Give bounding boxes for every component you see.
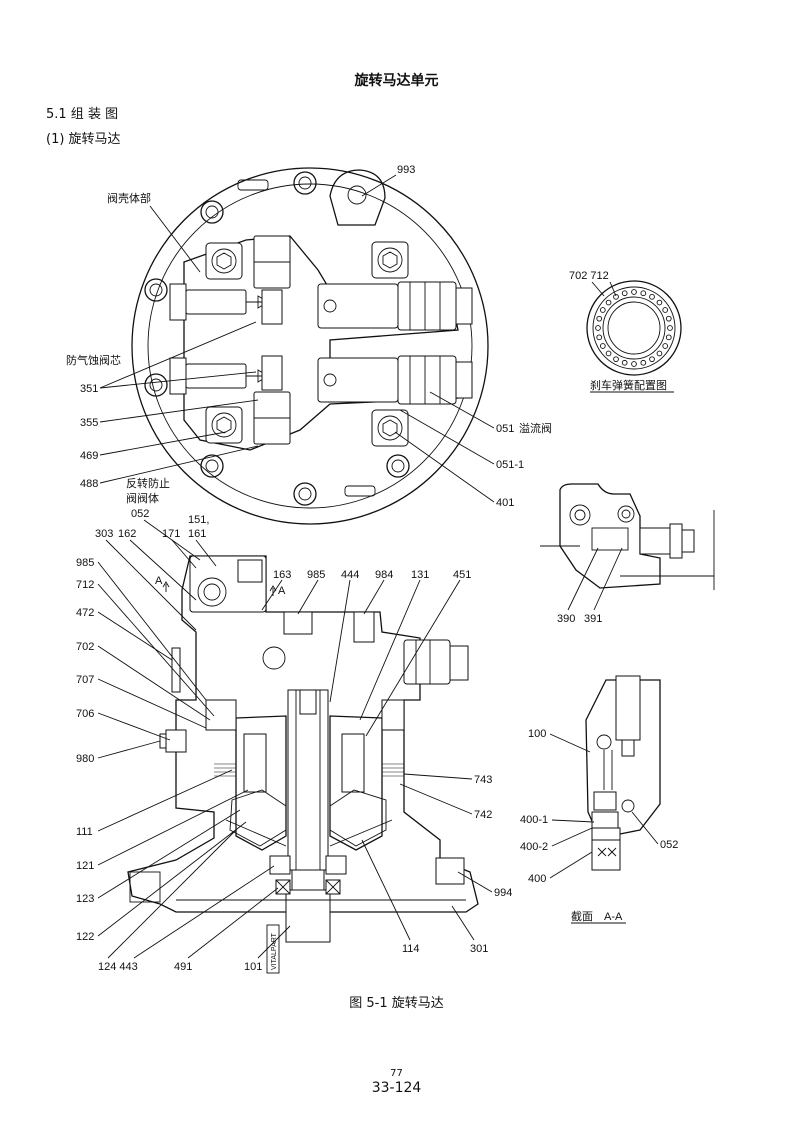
brake-spring-dot — [649, 293, 655, 300]
label-451: 451 — [453, 569, 471, 581]
label-162: 162 — [118, 528, 136, 540]
label-100: 100 — [528, 728, 546, 740]
label-anti-cavitation: 防气蚀阀芯 — [66, 353, 121, 367]
label-742: 742 — [474, 809, 492, 821]
label-051: 051 — [496, 423, 514, 435]
label-400-2: 400-2 — [520, 841, 548, 853]
brake-spring-dot — [649, 356, 655, 363]
brake-spring-dot — [662, 307, 669, 313]
page-number: 77 — [390, 1068, 403, 1079]
section-heading: 5.1 组 装 图 — [46, 107, 119, 122]
label-985-left: 985 — [76, 557, 94, 569]
page-code: 33-124 — [371, 1080, 422, 1096]
label-122: 122 — [76, 931, 94, 943]
label-355: 355 — [80, 417, 98, 429]
brake-spring-dot — [662, 343, 669, 349]
brake-spring-dot — [640, 359, 647, 366]
page-title: 旋转马达单元 — [354, 73, 439, 89]
label-390: 390 — [557, 613, 575, 625]
label-121: 121 — [76, 860, 94, 872]
stamp-vitalpart: VITALPART — [271, 932, 278, 970]
label-702: 702 — [76, 641, 94, 653]
brake-spring-dot — [613, 293, 619, 300]
brake-spring-dot — [621, 359, 628, 366]
label-171: 171 — [162, 528, 180, 540]
figure-caption: 图 5-1 旋转马达 — [349, 996, 444, 1011]
brake-spring-dot — [667, 325, 673, 331]
label-993: 993 — [397, 164, 415, 176]
brake-spring-dot — [605, 350, 612, 357]
brake-spring-diagram: 702 712 刹车弹簧配置图 — [569, 270, 682, 393]
section-mark-a-right: A — [278, 585, 286, 597]
brake-spring-dot — [595, 325, 601, 331]
label-706: 706 — [76, 708, 94, 720]
brake-spring-dot — [596, 315, 603, 322]
label-151: 151, — [188, 514, 209, 526]
label-303: 303 — [95, 528, 113, 540]
main-section-labels: 反转防止 阀阀体 052 151, 161 303 162 171 985 71… — [76, 476, 512, 973]
label-488: 488 — [80, 478, 98, 490]
label-101: 101 — [244, 961, 262, 973]
label-401: 401 — [496, 497, 514, 509]
brake-spring-dot — [605, 299, 612, 306]
label-301: 301 — [470, 943, 488, 955]
detail-view: 390 391 — [540, 483, 715, 625]
label-052-top: 052 — [131, 508, 149, 520]
section-aa-caption: 截面 A-A — [571, 909, 623, 923]
brake-spring-caption: 刹车弹簧配置图 — [590, 378, 667, 392]
label-reverse-valve-2: 阀阀体 — [126, 491, 159, 505]
label-491: 491 — [174, 961, 192, 973]
brake-spring-dot — [596, 334, 603, 341]
label-114: 114 — [402, 943, 420, 955]
label-relief-valve: 溢流阀 — [519, 421, 552, 435]
label-124-443: 124 443 — [98, 961, 138, 973]
section-aa-view: 100 400-1 400-2 400 052 截面 A-A — [520, 675, 678, 924]
label-707: 707 — [76, 674, 94, 686]
label-351: 351 — [80, 383, 98, 395]
brake-spring-dot — [656, 350, 663, 357]
brake-spring-dot — [599, 307, 606, 313]
label-712: 712 — [76, 579, 94, 591]
brake-spring-dot — [665, 315, 672, 322]
label-994: 994 — [494, 887, 512, 899]
label-051-1: 051-1 — [496, 459, 524, 471]
label-391: 391 — [584, 613, 602, 625]
label-161: 161 — [188, 528, 206, 540]
top-view-labels: 阀壳体部 993 防气蚀阀芯 351 355 469 488 051 溢流阀 0… — [66, 164, 552, 509]
label-472: 472 — [76, 607, 94, 619]
brake-spring-dot — [621, 290, 628, 297]
brake-spring-dot — [640, 290, 647, 297]
top-view — [131, 167, 489, 525]
label-163: 163 — [273, 569, 291, 581]
label-985-top: 985 — [307, 569, 325, 581]
label-400-1: 400-1 — [520, 814, 548, 826]
main-section-view: VITALPART A A — [127, 555, 479, 974]
label-111: 111 — [76, 826, 93, 838]
label-984: 984 — [375, 569, 393, 581]
brake-spring-dot — [631, 289, 637, 295]
label-400: 400 — [528, 873, 546, 885]
brake-spring-dot — [631, 361, 637, 367]
label-valve-body: 阀壳体部 — [107, 191, 151, 205]
label-743: 743 — [474, 774, 492, 786]
label-444: 444 — [341, 569, 359, 581]
brake-spring-dot — [599, 343, 606, 349]
label-702-712: 702 712 — [569, 270, 609, 282]
section-mark-a-left: A — [155, 575, 163, 587]
label-980: 980 — [76, 753, 94, 765]
label-131: 131 — [411, 569, 429, 581]
label-469: 469 — [80, 450, 98, 462]
subsection-heading: (1) 旋转马达 — [46, 132, 121, 147]
brake-spring-dot — [613, 356, 619, 363]
label-052-aa: 052 — [660, 839, 678, 851]
label-123: 123 — [76, 893, 94, 905]
label-reverse-valve-1: 反转防止 — [126, 476, 170, 490]
brake-spring-dot — [665, 334, 672, 341]
brake-spring-dot — [656, 299, 663, 306]
